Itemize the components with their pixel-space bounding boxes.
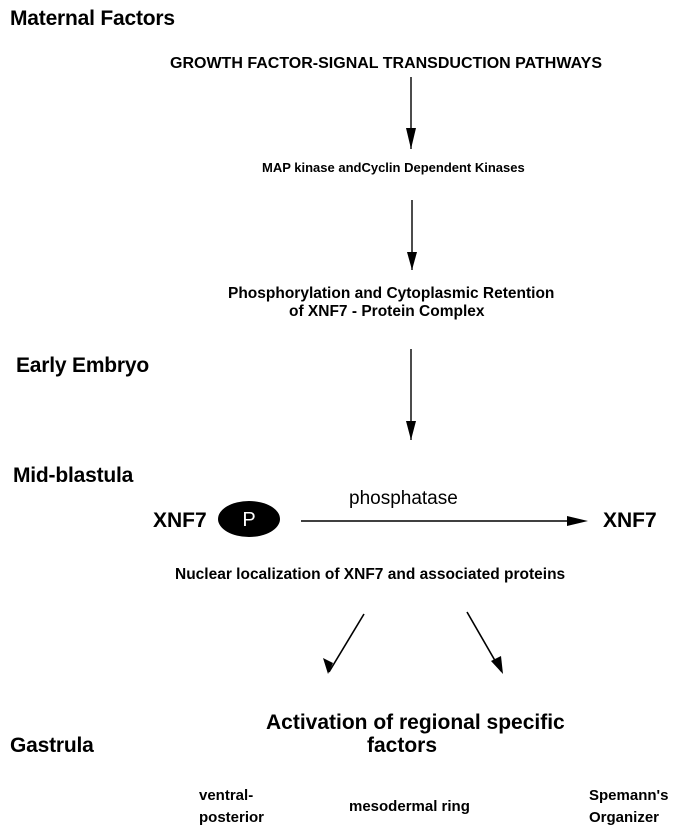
arrow-phosphorylation-to-mid-blastula <box>406 349 416 440</box>
arrow-head <box>567 516 588 526</box>
arrow-head <box>406 421 416 440</box>
arrow-head <box>323 658 333 674</box>
arrow-shaft <box>328 613 365 673</box>
step-kinases: MAP kinase andCyclin Dependent Kinases <box>262 160 525 175</box>
arrow-to-organizer <box>466 611 503 674</box>
region-ventral-posterior-line2: posterior <box>199 809 265 826</box>
arrow-head <box>407 252 417 270</box>
step-growth-factor-pathways: GROWTH FACTOR-SIGNAL TRANSDUCTION PATHWA… <box>170 55 602 72</box>
step-phosphorylation-line2: of XNF7 - Protein Complex <box>289 303 485 320</box>
arrow-head <box>406 128 416 149</box>
stage-label-mid-blastula: Mid-blastula <box>13 464 134 487</box>
activation-line2: factors <box>367 734 438 757</box>
phosphatase-label: phosphatase <box>349 488 458 509</box>
phosphate-tag-label: P <box>242 509 256 531</box>
xnf7-substrate-label: XNF7 <box>153 509 207 532</box>
step-phosphorylation-line1: Phosphorylation and Cytoplasmic Retentio… <box>228 285 555 302</box>
phosphate-tag: P <box>218 501 280 537</box>
arrow-phosphatase-reaction <box>301 516 588 526</box>
arrow-growth-to-kinases <box>406 77 416 149</box>
arrow-to-ventral <box>323 613 365 674</box>
activation-line1: Activation of regional specific <box>266 711 565 734</box>
stage-label-maternal-factors: Maternal Factors <box>10 7 175 30</box>
stage-label-early-embryo: Early Embryo <box>16 354 149 377</box>
xnf7-product-label: XNF7 <box>603 509 657 532</box>
arrow-head <box>491 656 503 674</box>
step-nuclear-localization: Nuclear localization of XNF7 and associa… <box>175 566 566 583</box>
region-mesodermal-ring: mesodermal ring <box>349 798 470 815</box>
region-spemann-line2: Organizer <box>589 809 660 826</box>
region-spemann-line1: Spemann's <box>589 787 669 804</box>
arrow-kinases-to-phosphorylation <box>407 200 417 270</box>
region-ventral-posterior-line1: ventral- <box>199 787 254 804</box>
stage-label-gastrula: Gastrula <box>10 734 94 757</box>
